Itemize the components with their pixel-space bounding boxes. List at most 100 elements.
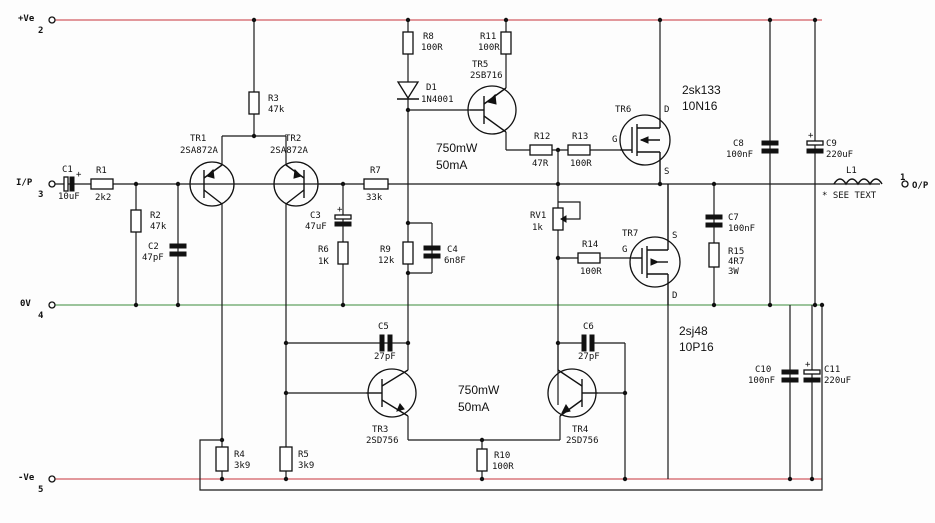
c10-ref: C10 <box>755 365 771 375</box>
r10-value: 100R <box>492 462 514 472</box>
terminal-output <box>901 180 909 188</box>
tr3-transistor <box>366 368 417 418</box>
tr4-ref: TR4 <box>572 425 588 435</box>
r2-value: 47k <box>150 222 167 232</box>
c4-capacitor <box>423 245 441 259</box>
c8-value: 100nF <box>726 150 753 160</box>
c6-capacitor <box>581 334 595 352</box>
r13-value: 100R <box>570 159 592 169</box>
rail-neg-label: -Ve <box>18 473 35 483</box>
r8-resistor <box>402 31 414 55</box>
rail-zero-label: 0V <box>20 299 31 309</box>
c10-value: 100nF <box>748 376 775 386</box>
output-label: O/P <box>912 181 929 191</box>
c4-value: 6n8F <box>444 256 466 266</box>
r10-resistor <box>476 448 488 472</box>
tr7-ref: TR7 <box>622 229 638 239</box>
terminal-pos <box>48 16 56 24</box>
r8-value: 100R <box>421 43 443 53</box>
tr6-drain-pin: D <box>664 105 669 115</box>
tr6-part-label: 2sk133 <box>682 83 721 97</box>
tr5-part: 2SB716 <box>470 71 503 81</box>
tr4-transistor <box>547 368 598 418</box>
tr2-part: 2SA872A <box>270 146 309 156</box>
r1-ref: R1 <box>96 166 107 176</box>
c8-ref: C8 <box>733 139 744 149</box>
r3-ref: R3 <box>268 94 279 104</box>
tr7-part-code: 10P16 <box>679 340 714 354</box>
r5-ref: R5 <box>298 450 309 460</box>
c7-value: 100nF <box>728 224 755 234</box>
c5-ref: C5 <box>378 322 389 332</box>
rv1-value: 1k <box>532 223 543 233</box>
c7-capacitor <box>705 214 723 228</box>
c2-capacitor <box>169 243 187 257</box>
c5-capacitor <box>379 334 393 352</box>
tr7-drain-pin: D <box>672 291 677 301</box>
tr6-mosfet <box>619 114 671 184</box>
rail-pos-label: +Ve <box>18 14 35 24</box>
tr6-part-code: 10N16 <box>682 99 718 113</box>
r13-ref: R13 <box>572 132 588 142</box>
input-label: I/P <box>16 178 33 188</box>
r4-value: 3k9 <box>234 461 250 471</box>
r1-resistor <box>90 178 114 190</box>
r6-resistor <box>337 241 349 265</box>
r10-ref: R10 <box>494 451 510 461</box>
d1-part: 1N4001 <box>421 95 454 105</box>
r9-resistor <box>402 241 414 265</box>
c6-ref: C6 <box>583 322 594 332</box>
c9-capacitor: + <box>806 131 824 154</box>
tr6-ref: TR6 <box>615 105 631 115</box>
c5-value: 27pF <box>374 352 396 362</box>
c11-ref: C11 <box>824 365 840 375</box>
c8-capacitor <box>761 140 779 154</box>
rail-zero-pin: 4 <box>38 311 44 321</box>
r14-ref: R14 <box>582 240 598 250</box>
tr3-rating-power: 750mW <box>458 383 500 397</box>
r7-resistor <box>363 178 389 190</box>
tr6-gate-pin: G <box>612 135 617 145</box>
r3-resistor <box>248 91 260 115</box>
c9-ref: C9 <box>826 139 837 149</box>
r13-resistor <box>567 144 591 156</box>
r7-ref: R7 <box>370 166 381 176</box>
r12-resistor <box>529 144 553 156</box>
tr1-ref: TR1 <box>190 134 206 144</box>
r12-ref: R12 <box>534 132 550 142</box>
tr4-part: 2SD756 <box>566 436 599 446</box>
c6-value: 27pF <box>578 352 600 362</box>
r9-ref: R9 <box>380 245 391 255</box>
c1-ref: C1 <box>62 165 73 175</box>
r15-resistor <box>708 242 720 268</box>
c9-value: 220uF <box>826 150 853 160</box>
svg-text:+: + <box>337 205 343 215</box>
r1-value: 2k2 <box>95 193 111 203</box>
terminal-zero <box>48 301 56 309</box>
rail-neg-pin: 5 <box>38 485 43 495</box>
tr6-source-pin: S <box>664 167 669 177</box>
svg-text:+: + <box>76 170 82 180</box>
input-pin: 3 <box>38 190 43 200</box>
tr3-rating-current: 50mA <box>458 400 489 414</box>
r6-ref: R6 <box>318 245 329 255</box>
tr7-gate-pin: G <box>622 245 627 255</box>
tr3-part: 2SD756 <box>366 436 399 446</box>
r14-resistor <box>577 252 601 264</box>
r8-ref: R8 <box>423 32 434 42</box>
c3-value: 47uF <box>305 222 327 232</box>
r4-ref: R4 <box>234 450 245 460</box>
r2-resistor <box>130 209 142 233</box>
tr7-part-label: 2sj48 <box>679 324 708 338</box>
output-pin: 1 <box>900 173 905 183</box>
r12-value: 47R <box>532 159 549 169</box>
r3-value: 47k <box>268 105 285 115</box>
c11-value: 220uF <box>824 376 851 386</box>
r6-value: 1K <box>318 257 329 267</box>
d1-diode <box>396 81 420 100</box>
rail-pos-pin: 2 <box>38 26 43 36</box>
r5-value: 3k9 <box>298 461 314 471</box>
svg-text:+: + <box>808 131 814 141</box>
r2-ref: R2 <box>150 211 161 221</box>
